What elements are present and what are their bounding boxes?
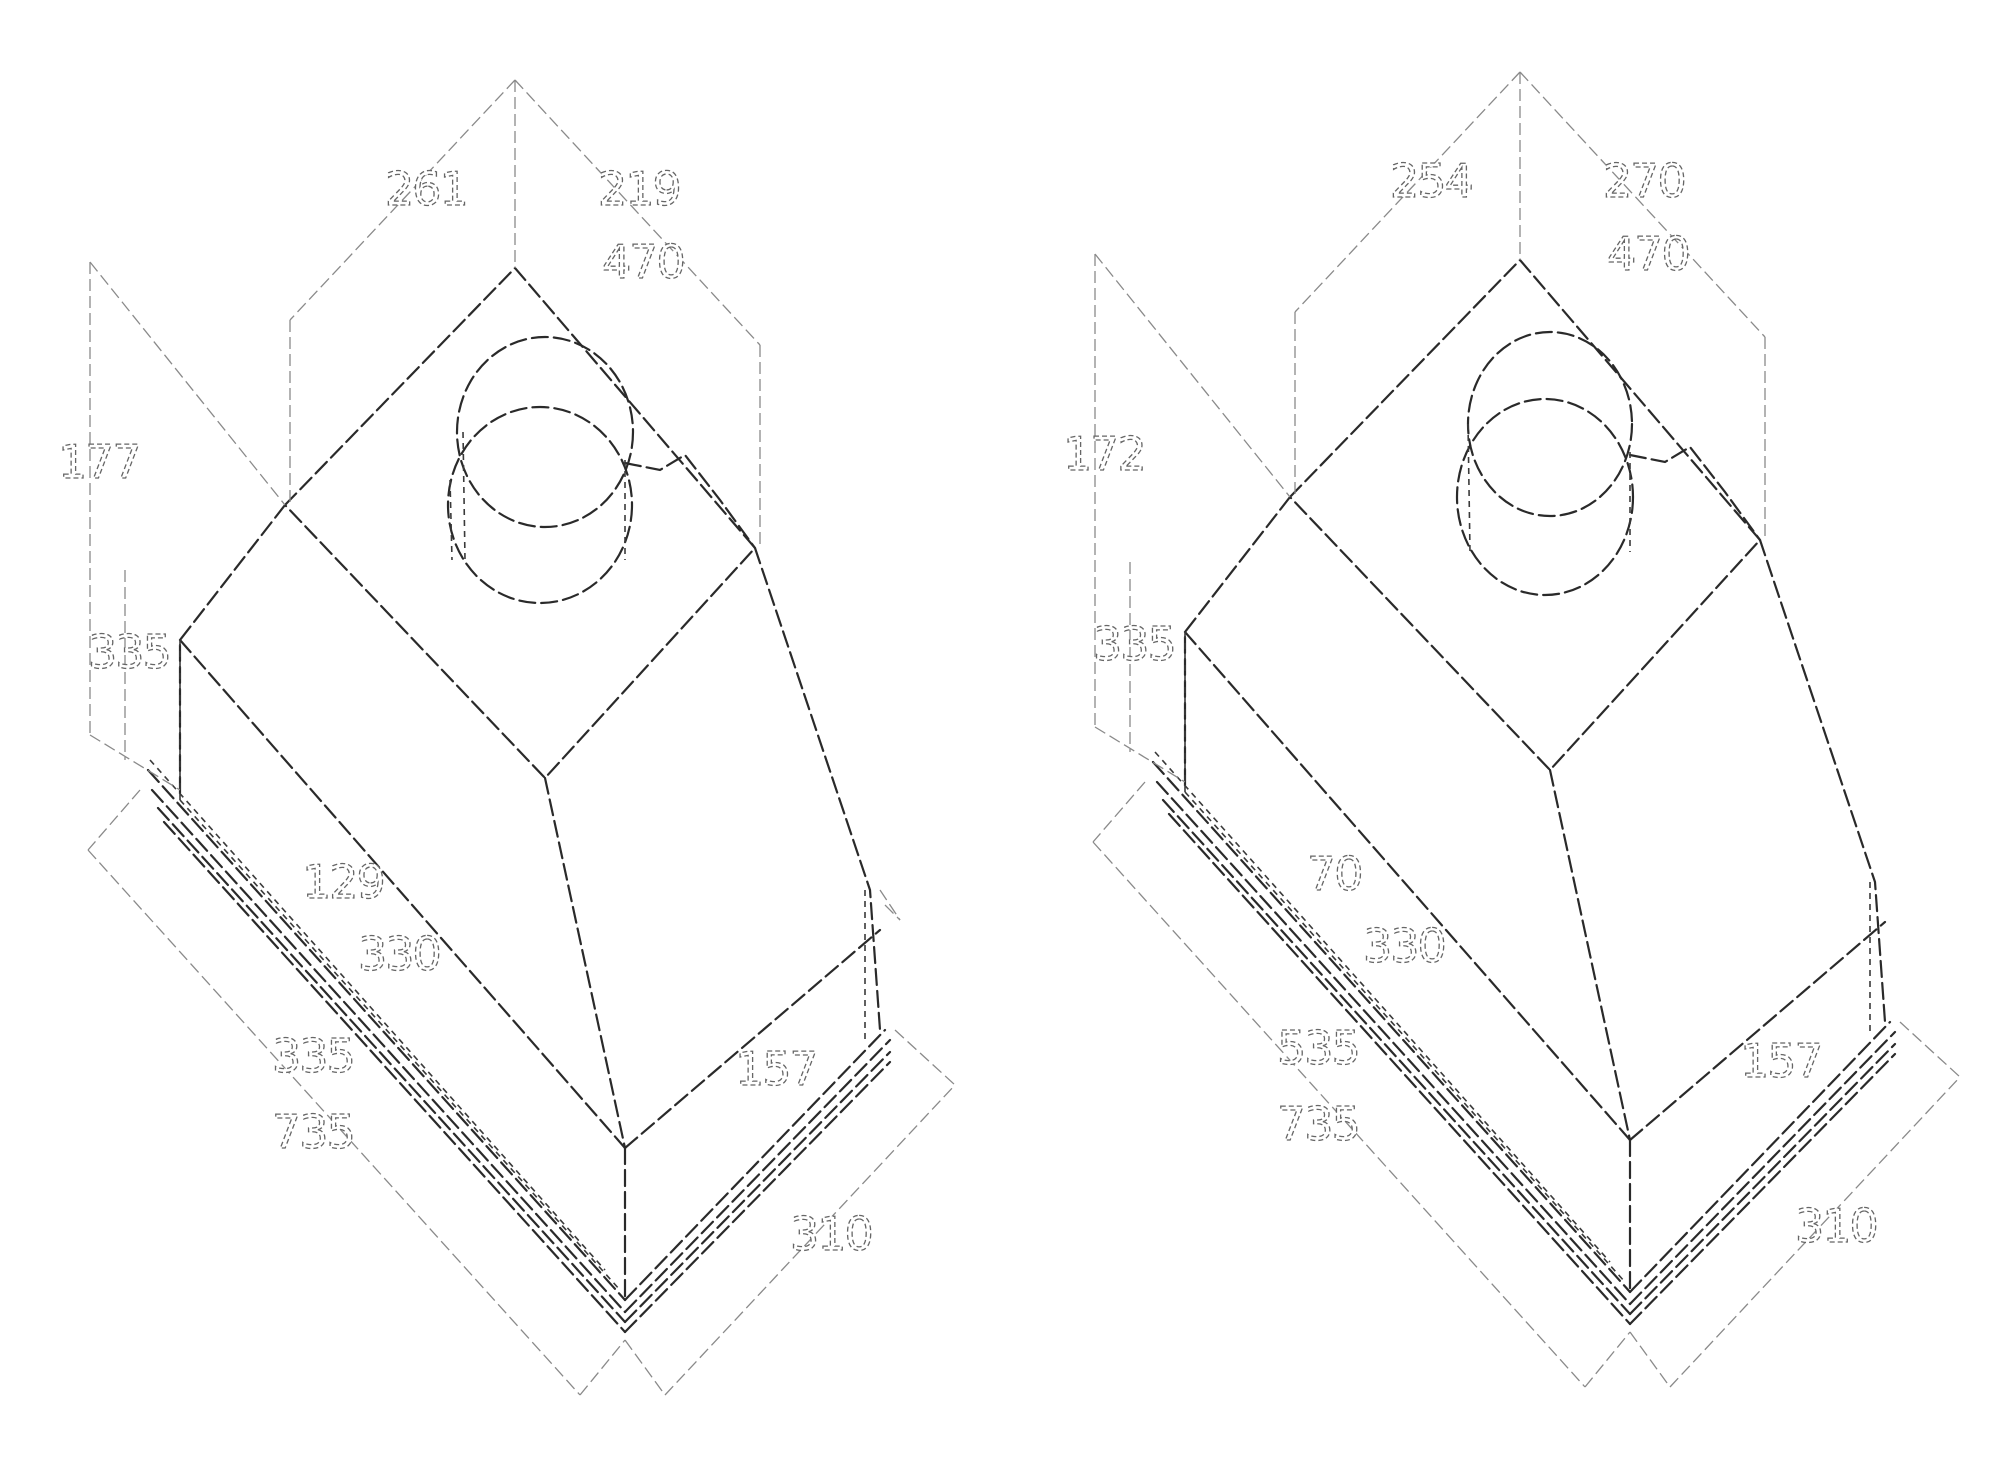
- dim-label-top-right-inner: 470: [602, 235, 684, 289]
- dim-label-left-height: 177: [58, 435, 140, 489]
- dim-label-inner-a: 70: [1307, 847, 1362, 901]
- dim-label-bottom-left-b: 735: [272, 1105, 354, 1159]
- dim-label-top-right: 219: [598, 162, 680, 216]
- right-dimension-labels: 254 270 470 172 335 70 330 535 735 157 3…: [1062, 153, 1879, 1253]
- dim-label-inner-a: 129: [302, 855, 384, 909]
- right-hidden-lines: [1154, 632, 1871, 1283]
- left-hidden-lines: [149, 640, 866, 1291]
- dim-label-left-step: 335: [1093, 617, 1175, 671]
- right-dimension-lines: [1092, 71, 1961, 1388]
- left-dimension-labels: 261 219 470 177 335 129 330 335 735 157 …: [57, 161, 874, 1261]
- left-object-outline: [146, 266, 892, 1334]
- dim-label-bottom-right: 310: [1795, 1199, 1877, 1253]
- dim-label-bottom-right-inner: 157: [1740, 1034, 1822, 1088]
- left-view: 261 219 470 177 335 129 330 335 735 157 …: [57, 79, 956, 1396]
- dim-label-top-left: 254: [1390, 154, 1472, 208]
- dim-label-bottom-right: 310: [790, 1207, 872, 1261]
- right-boss-cylinder: [1455, 330, 1635, 597]
- left-dimension-lines: [87, 79, 956, 1396]
- dim-label-bottom-right-inner: 157: [735, 1042, 817, 1096]
- dim-label-bottom-left-a: 335: [272, 1029, 354, 1083]
- dim-label-left-step: 335: [88, 625, 170, 679]
- right-view: 254 270 470 172 335 70 330 535 735 157 3…: [1062, 71, 1961, 1388]
- dim-label-top-left: 261: [385, 162, 467, 216]
- dim-label-top-right: 270: [1603, 154, 1685, 208]
- dim-label-bottom-left-a: 535: [1277, 1021, 1359, 1075]
- left-boss-cylinder: [446, 335, 635, 605]
- dim-label-inner-b: 330: [1363, 919, 1445, 973]
- dim-label-top-right-inner: 470: [1607, 227, 1689, 281]
- dim-label-bottom-left-b: 735: [1277, 1097, 1359, 1151]
- right-object-outline: [1151, 258, 1897, 1326]
- dim-label-inner-b: 330: [358, 927, 440, 981]
- dim-label-left-height: 172: [1063, 427, 1145, 481]
